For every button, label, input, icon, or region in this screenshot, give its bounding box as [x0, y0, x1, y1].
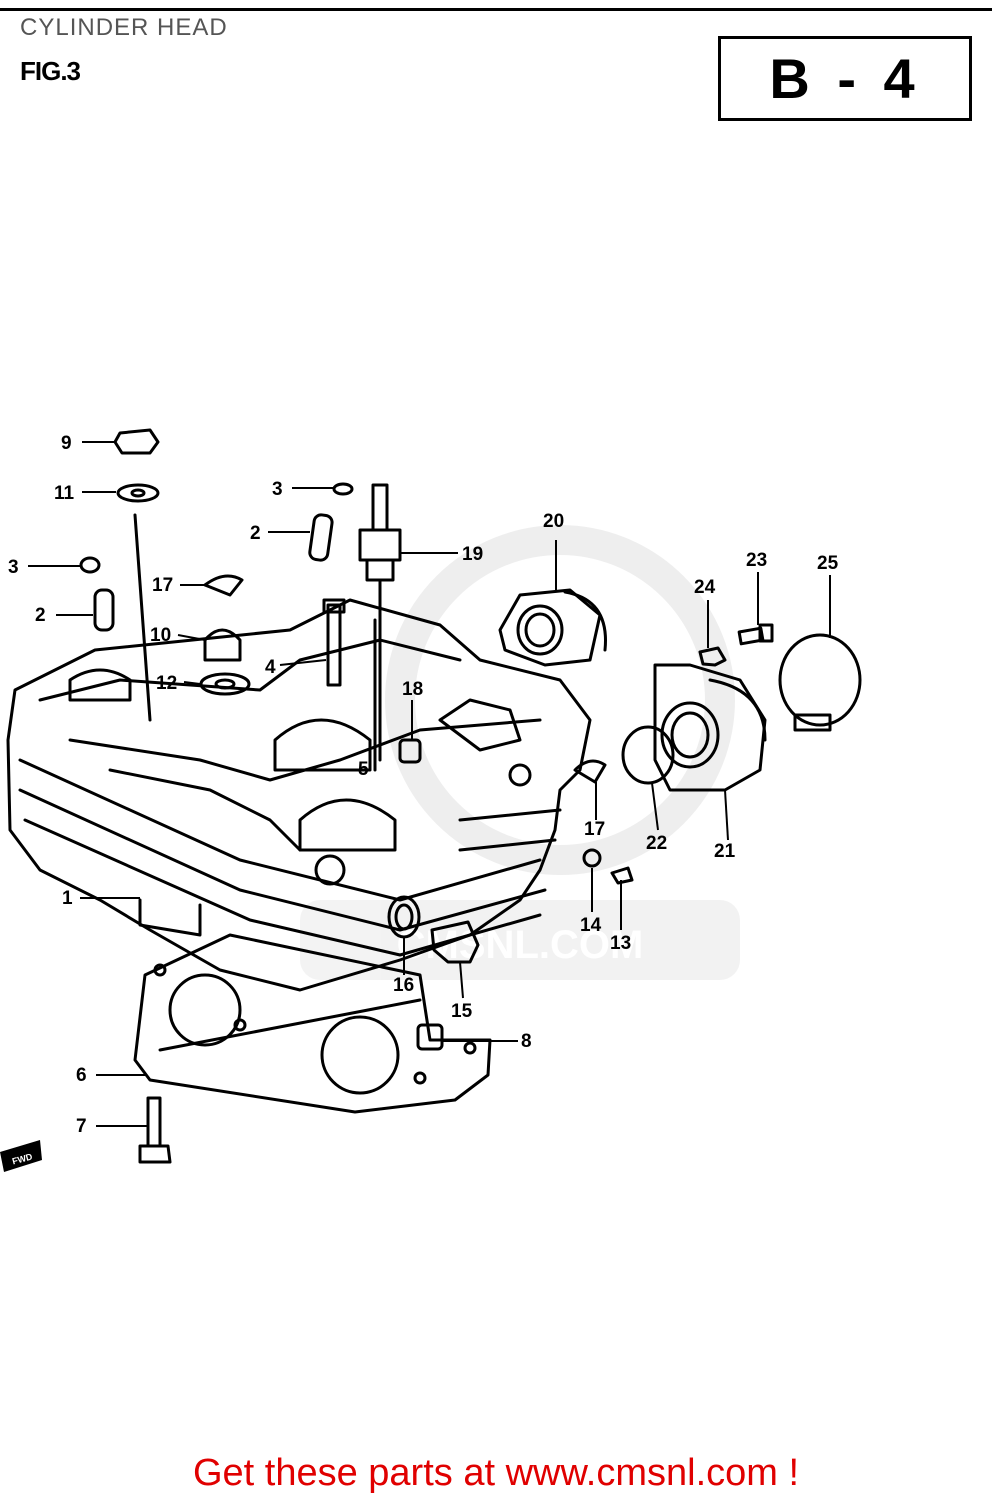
part-label-8: 8 [521, 1031, 532, 1052]
part-label-21: 21 [714, 841, 736, 862]
part-label-11: 11 [54, 483, 75, 504]
part-label-17b: 17 [584, 819, 606, 840]
part-label-2b: 2 [250, 523, 261, 544]
parts-drawing [6, 428, 862, 1164]
footer-link[interactable]: Get these parts at www.cmsnl.com ! [192, 1452, 800, 1494]
part-label-3b: 3 [272, 479, 283, 500]
figure-number: FIG.3 [20, 56, 81, 86]
part-label-4: 4 [265, 657, 276, 678]
top-rule [0, 8, 992, 11]
fwd-arrow: FWD [0, 1140, 42, 1172]
part-label-6: 6 [76, 1065, 87, 1086]
part-label-12: 12 [156, 673, 178, 694]
part-label-9: 9 [61, 433, 72, 454]
leader-lines [28, 441, 831, 1127]
part-label-2: 2 [35, 605, 46, 626]
part-label-1: 1 [62, 888, 73, 909]
part-label-20: 20 [543, 511, 565, 532]
part-label-19: 19 [462, 544, 484, 565]
part-label-7: 7 [76, 1116, 87, 1137]
part-label-18: 18 [402, 679, 424, 700]
part-label-14: 14 [580, 915, 602, 936]
part-label-22: 22 [646, 833, 668, 854]
part-label-10: 10 [150, 625, 172, 646]
part-label-13: 13 [610, 933, 632, 954]
part-label-3: 3 [8, 557, 19, 578]
part-label-5: 5 [358, 759, 369, 780]
page-title: CYLINDER HEAD [20, 14, 228, 41]
part-label-24: 24 [694, 577, 716, 598]
part-label-15: 15 [451, 1001, 473, 1022]
part-label-17: 17 [152, 575, 174, 596]
watermark: CMSNL.COM [300, 525, 740, 980]
section-code: B - 4 [769, 47, 921, 110]
part-label-16: 16 [393, 975, 415, 996]
part-label-23: 23 [746, 550, 768, 571]
section-code-box: B - 4 [718, 36, 972, 121]
part-label-25: 25 [817, 553, 839, 574]
